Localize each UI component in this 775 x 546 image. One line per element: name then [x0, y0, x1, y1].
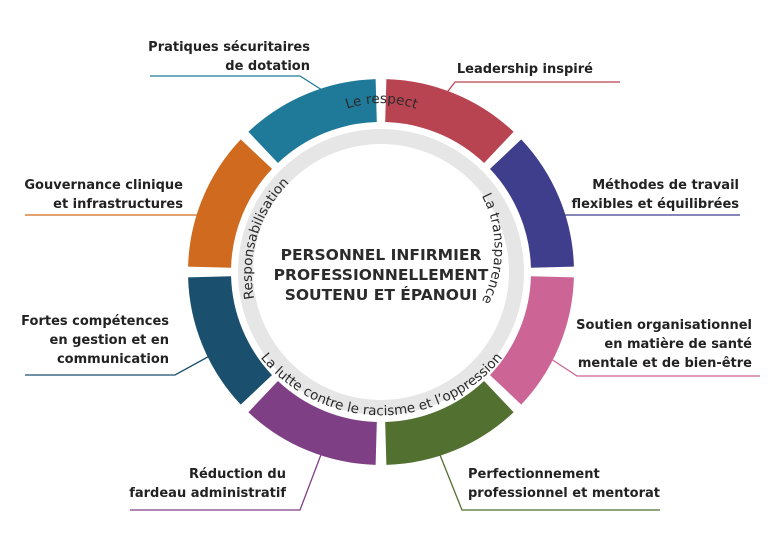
segment-soutien	[489, 276, 574, 405]
leader-line-soutien	[544, 354, 760, 377]
segment-label-soutien-line-1: Soutien organisationnel	[576, 318, 752, 333]
segment-methodes	[489, 139, 574, 268]
segment-label-soutien-line-2: en matière de santé	[604, 337, 752, 352]
segment-perfectionnement	[385, 380, 514, 465]
segment-label-pratiques-line-2: de dotation	[225, 59, 310, 74]
ring-label-respect: Le respect	[343, 91, 419, 113]
center-title-line-3: SOUTENU ET ÉPANOUI	[285, 285, 478, 304]
segment-label-gouvernance-line-2: et infrastructures	[53, 197, 183, 212]
segment-label-perfectionnement-line-2: professionnel et mentorat	[468, 486, 660, 501]
leader-line-leadership	[444, 81, 620, 96]
segment-label-pratiques-line-1: Pratiques sécuritaires	[148, 40, 310, 55]
leader-line-perfectionnement	[439, 454, 660, 511]
outer-ring-segments	[188, 79, 574, 465]
segment-label-competences-line-2: en gestion et en	[50, 333, 169, 348]
segment-label-reduction-line-2: fardeau administratif	[129, 486, 286, 501]
center-title-line-1: PERSONNEL INFIRMIER	[281, 246, 482, 264]
segment-leadership	[385, 79, 514, 164]
leader-line-competences	[25, 352, 216, 376]
segment-label-gouvernance-line-1: Gouvernance clinique	[24, 178, 183, 193]
segment-label-competences-line-1: Fortes compétences	[21, 314, 169, 329]
center-disc	[253, 144, 509, 400]
segment-gouvernance	[188, 139, 273, 268]
segment-pratiques	[248, 79, 377, 164]
segment-competences	[188, 276, 273, 405]
segment-label-reduction-line-1: Réduction du	[189, 467, 286, 482]
leader-line-reduction	[130, 451, 323, 511]
segment-label-perfectionnement-line-1: Perfectionnement	[468, 467, 600, 482]
segment-label-competences-line-3: communication	[57, 352, 169, 367]
segment-label-leadership-line-1: Leadership inspiré	[457, 62, 593, 77]
segment-label-methodes-line-2: flexibles et équilibrées	[571, 197, 739, 212]
center-title-line-2: PROFESSIONNELLEMENT	[274, 266, 489, 284]
segment-label-methodes-line-1: Méthodes de travail	[592, 178, 739, 193]
segment-label-soutien-line-3: mentale et de bien-être	[578, 356, 752, 371]
leader-line-pratiques	[150, 75, 323, 91]
segment-reduction	[248, 380, 377, 465]
